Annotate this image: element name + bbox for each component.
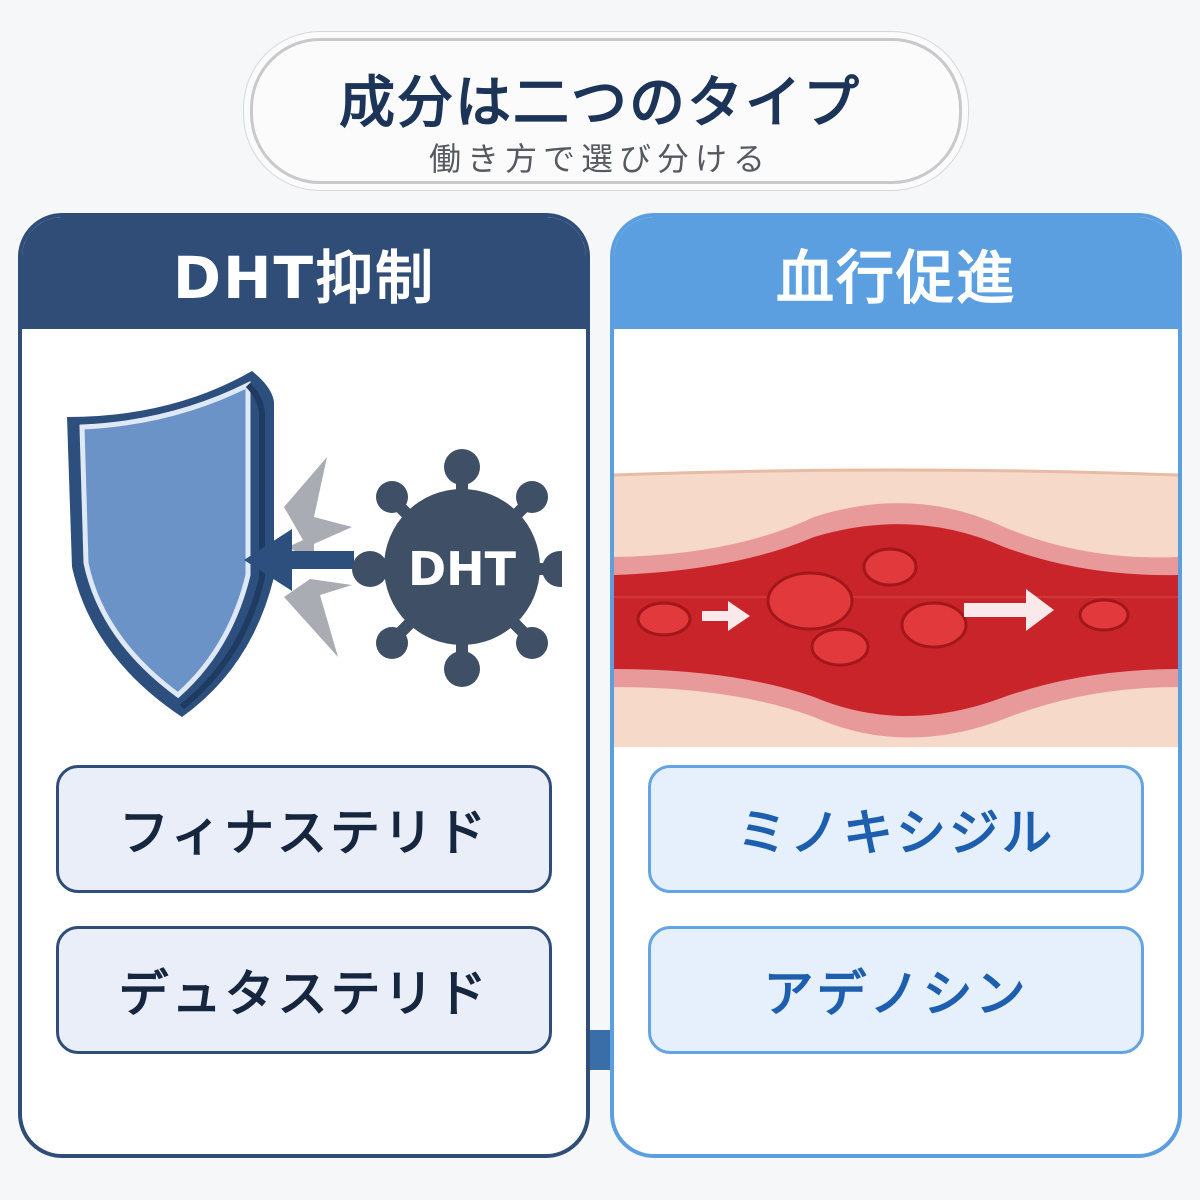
dht-molecule-icon bbox=[352, 449, 562, 687]
arrow-icon bbox=[244, 529, 354, 591]
page-subtitle: 働き方で選び分ける bbox=[428, 140, 771, 178]
ingredient-dutasteride: デュタステリド bbox=[56, 926, 552, 1054]
ingredient-finasteride: フィナステリド bbox=[56, 765, 552, 893]
blood-vessel-icon bbox=[614, 503, 1178, 738]
dht-suppression-panel: DHT抑制 DHT bbox=[18, 213, 590, 1158]
dht-suppression-heading: DHT抑制 bbox=[22, 217, 586, 329]
flow-arrow-icon bbox=[702, 589, 1054, 631]
red-blood-cell-icon bbox=[636, 547, 1130, 667]
title-banner bbox=[250, 38, 962, 184]
shield-icon bbox=[67, 371, 274, 717]
page-title: 成分は二つのタイプ bbox=[339, 71, 861, 136]
blood-flow-panel: 血行促進 ミノキシジ bbox=[610, 213, 1182, 1158]
dht-molecule-label: DHT bbox=[408, 542, 517, 596]
ingredient-minoxidil: ミノキシジル bbox=[648, 765, 1144, 893]
blood-vessel-illustration bbox=[614, 468, 1178, 747]
ingredient-adenosine: アデノシン bbox=[648, 926, 1144, 1054]
shield-illustration: DHT bbox=[67, 371, 562, 717]
blood-flow-heading: 血行促進 bbox=[614, 217, 1178, 329]
